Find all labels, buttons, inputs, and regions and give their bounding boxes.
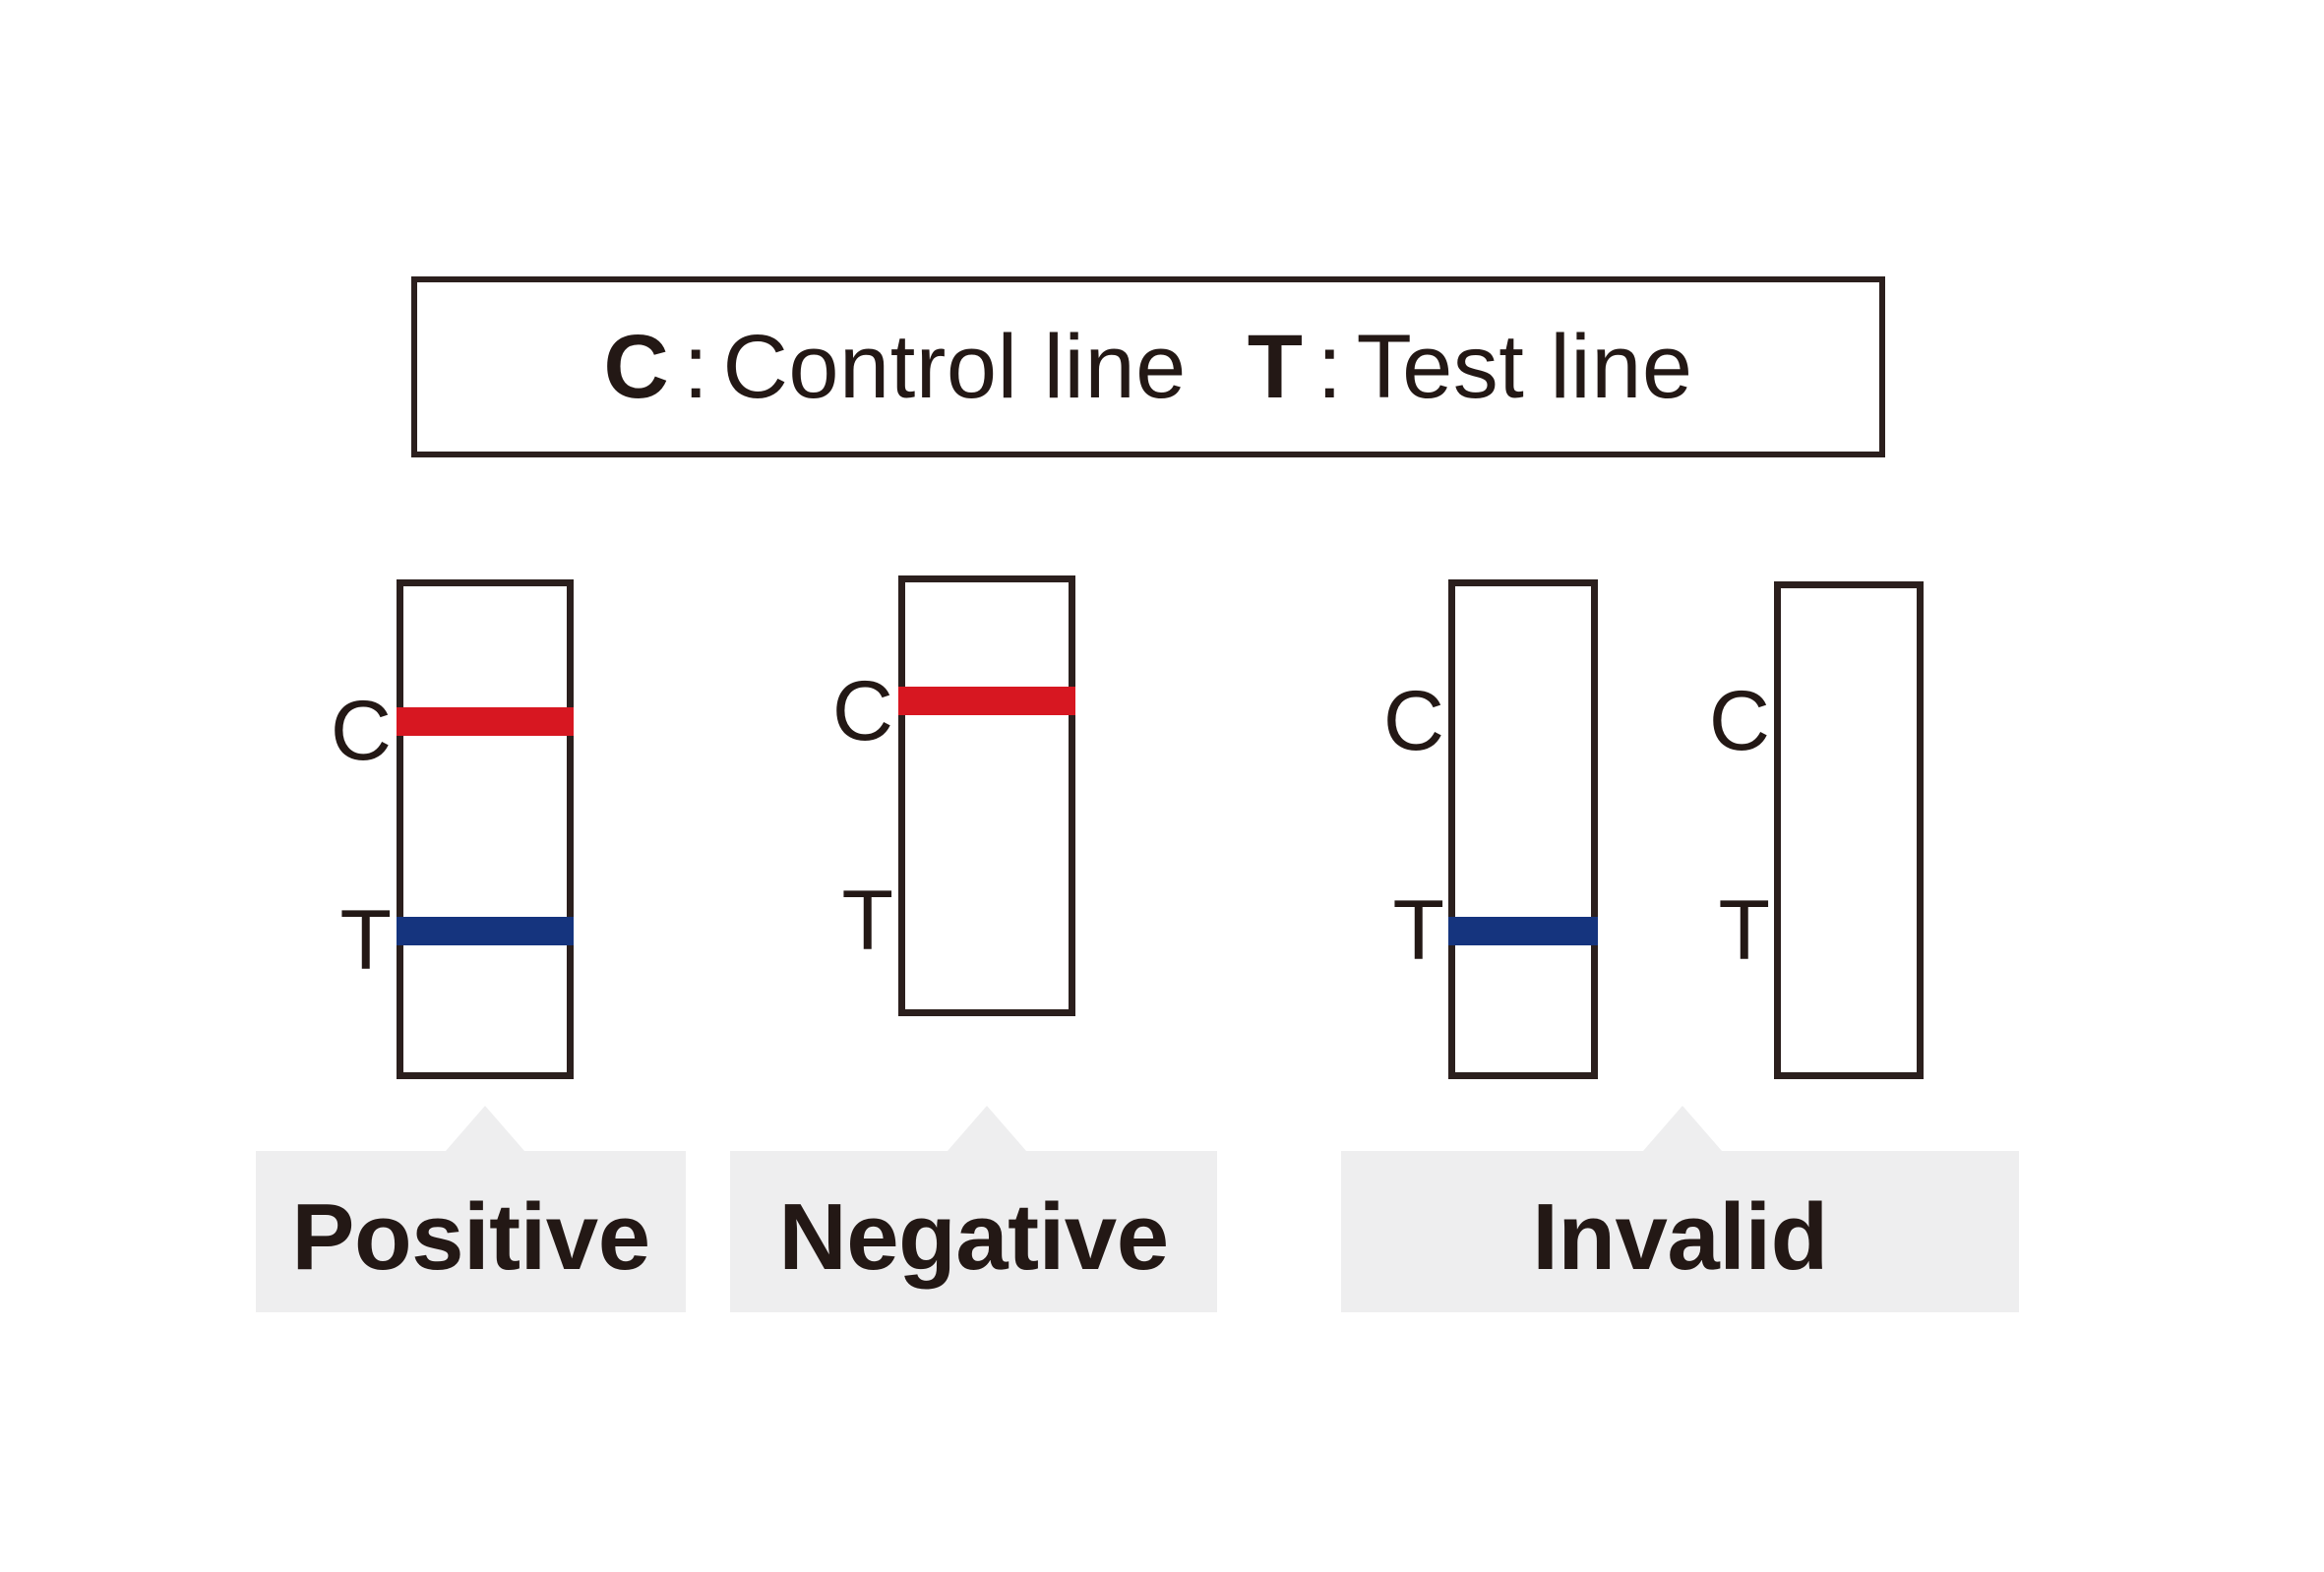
callout-pointer-negative	[948, 1106, 1026, 1151]
legend-test-label: Test line	[1356, 317, 1693, 417]
legend-control-label: Control line	[722, 317, 1187, 417]
legend-box: C : Control line T : Test line	[411, 276, 1885, 457]
negative-control-label: C	[831, 664, 893, 758]
legend-test-separator: :	[1316, 317, 1343, 417]
result-label-negative: Negative	[778, 1184, 1169, 1290]
legend-test-key: T	[1247, 317, 1304, 417]
negative-test-label: T	[841, 874, 893, 968]
legend-control-separator: :	[683, 317, 709, 417]
test-strip-negative	[898, 575, 1075, 1016]
result-label-invalid: Invalid	[1532, 1184, 1828, 1290]
invalid-b-control-label: C	[1708, 674, 1770, 768]
positive-control-label: C	[330, 684, 392, 778]
callout-pointer-positive	[446, 1106, 524, 1151]
callout-invalid: Invalid	[1341, 1151, 2019, 1312]
test-strip-positive	[397, 579, 574, 1079]
callout-negative: Negative	[730, 1151, 1217, 1312]
legend-text-row: C : Control line T : Test line	[603, 322, 1692, 412]
control-line-negative	[898, 687, 1075, 715]
test-strip-invalid-b	[1774, 581, 1924, 1079]
control-line-positive	[397, 707, 574, 736]
test-strip-invalid-a	[1448, 579, 1598, 1079]
invalid-b-test-label: T	[1718, 883, 1770, 978]
callout-pointer-invalid	[1643, 1106, 1722, 1151]
test-line-invalid-a	[1448, 917, 1598, 945]
positive-test-label: T	[339, 893, 392, 988]
legend-control-key: C	[603, 317, 670, 417]
invalid-a-control-label: C	[1382, 674, 1444, 768]
invalid-a-test-label: T	[1392, 883, 1444, 978]
result-label-positive: Positive	[291, 1184, 650, 1290]
callout-positive: Positive	[256, 1151, 686, 1312]
test-line-positive	[397, 917, 574, 945]
